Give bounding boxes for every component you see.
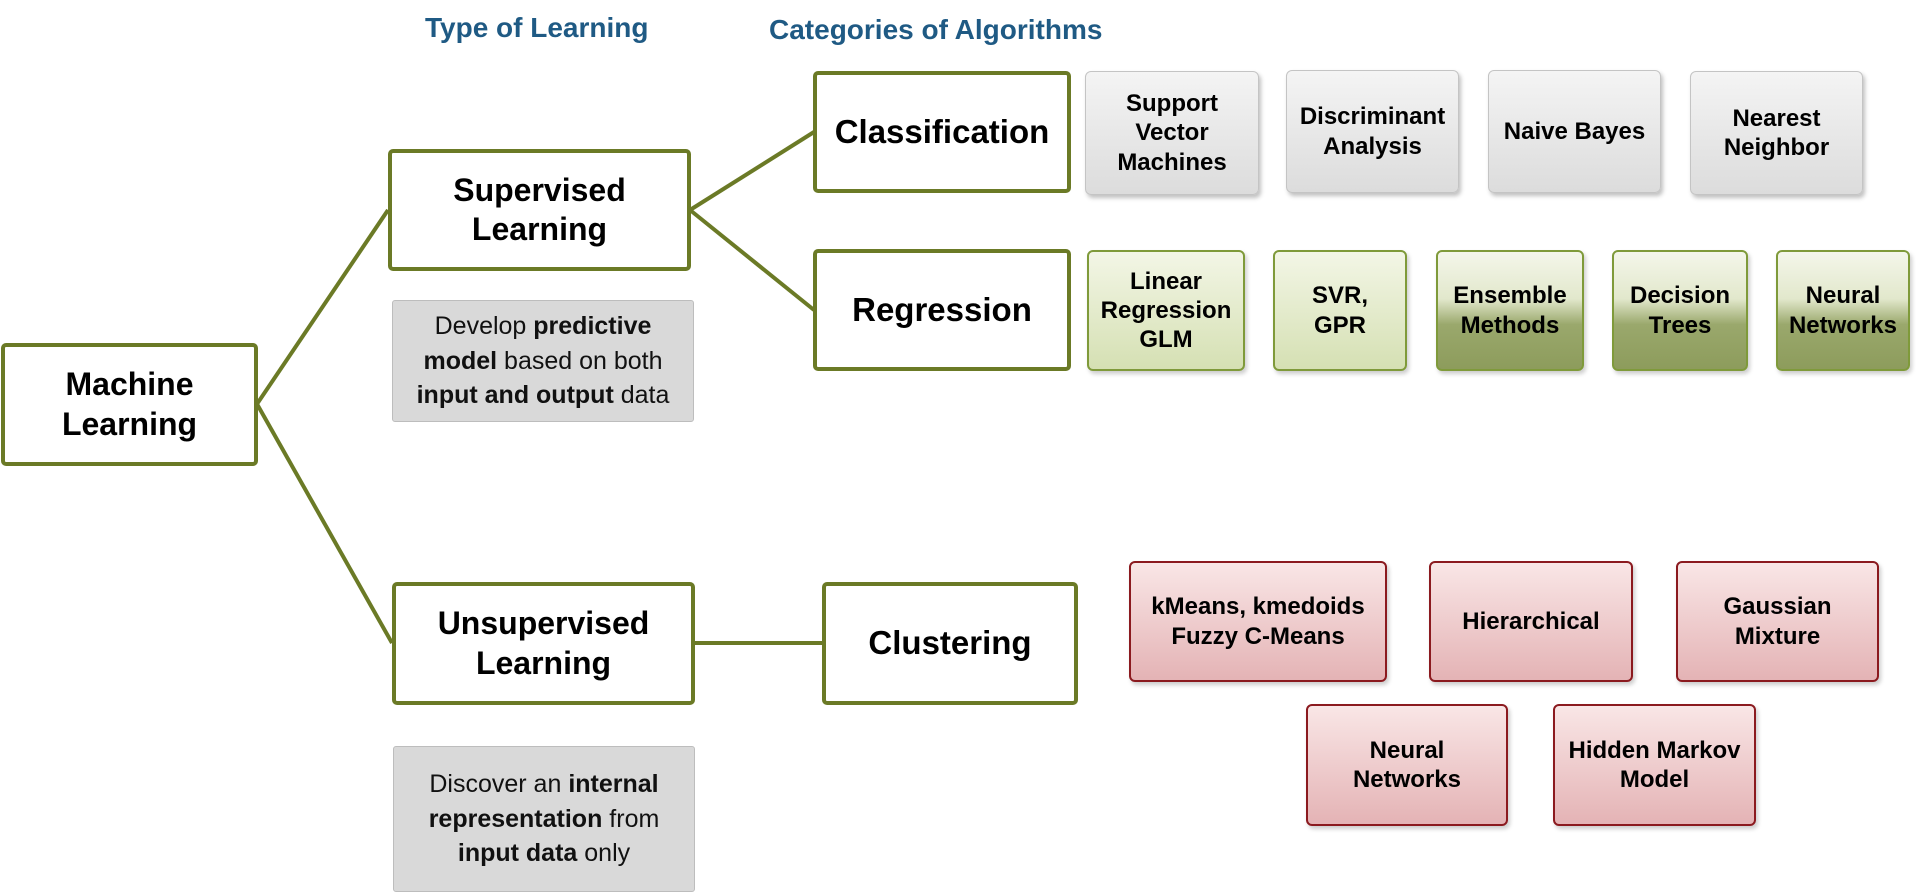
- algorithm-label-line1: Hidden Markov: [1568, 736, 1741, 764]
- header-type-of-learning: Type of Learning: [425, 12, 649, 43]
- algorithm-label-line2: Mixture: [1734, 622, 1821, 650]
- algorithm-label-line2: Methods: [1460, 311, 1560, 339]
- unsupervised-desc-bold1: internal representation: [428, 770, 659, 833]
- algorithm-label-line1: Linear: [1129, 267, 1203, 295]
- algorithm-label-line2: Networks: [1788, 311, 1898, 339]
- algorithm-label-line2: Analysis: [1323, 132, 1422, 160]
- algorithm-label-line3: Machines: [1117, 148, 1227, 176]
- unsupervised-description: Discover an internal representation from…: [393, 746, 695, 892]
- algorithm-label-line2: Trees: [1648, 311, 1712, 339]
- algorithm-label-line2: Model: [1619, 766, 1690, 793]
- algorithm-label-line1: kMeans, kmedoids: [1151, 593, 1365, 621]
- supervised-desc-text1: Develop: [434, 312, 534, 341]
- node-clustering: Clustering: [822, 582, 1078, 705]
- algorithm-label-line1: Naive Bayes: [1503, 117, 1646, 145]
- node-classification-label: Classification: [834, 112, 1050, 150]
- algorithm-label-line2: Regression: [1100, 296, 1232, 324]
- connector-root-supervised: [255, 208, 390, 406]
- unsupervised-desc-text2: from: [602, 804, 660, 833]
- unsupervised-desc-text3: only: [577, 839, 631, 868]
- supervised-desc-text3: data: [613, 381, 670, 410]
- algorithm-label-line2: Fuzzy C-Means: [1171, 622, 1345, 650]
- supervised-description: Develop predictive model based on both i…: [392, 300, 694, 422]
- algorithm-label-line1: Ensemble: [1453, 282, 1567, 310]
- node-regression-label: Regression: [852, 290, 1032, 328]
- algorithm-label-line2: Vector: [1135, 119, 1209, 147]
- algorithm-label-line1: Neural: [1805, 282, 1881, 310]
- algorithm-label-line1: Decision: [1629, 282, 1731, 310]
- algorithm-label-line2: Networks: [1352, 766, 1462, 793]
- supervised-desc-bold1: predictive model: [423, 312, 652, 375]
- node-supervised-line1: Supervised: [453, 171, 626, 208]
- unsupervised-desc-text1: Discover an: [429, 770, 569, 799]
- supervised-desc-text2: based on both: [497, 346, 663, 375]
- node-unsupervised-line1: Unsupervised: [437, 605, 650, 642]
- algorithm-hierarchical: Hierarchical: [1429, 561, 1633, 682]
- connector-supervised-classification: [688, 130, 816, 212]
- node-clustering-label: Clustering: [868, 624, 1032, 662]
- supervised-desc-bold2: input and output: [416, 381, 614, 410]
- algorithm-label-line1: Neural: [1369, 736, 1445, 764]
- connector-root-unsupervised: [255, 403, 394, 644]
- algorithm-label-line1: SVR,: [1311, 282, 1368, 310]
- node-classification: Classification: [813, 71, 1071, 193]
- node-unsupervised-line2: Learning: [475, 644, 612, 681]
- node-machine-learning-line2: Learning: [61, 405, 198, 442]
- algorithm-naive-bayes: Naive Bayes: [1488, 70, 1661, 193]
- header-categories-of-algorithms: Categories of Algorithms: [769, 14, 1103, 45]
- connector-supervised-regression: [688, 208, 816, 312]
- algorithm-label-line1: Hierarchical: [1462, 607, 1600, 635]
- unsupervised-desc-bold2: input data: [457, 839, 578, 868]
- algorithm-label-line3: GLM: [1139, 326, 1193, 354]
- algorithm-svr-gpr: SVR,GPR: [1273, 250, 1407, 371]
- node-machine-learning-line1: Machine: [65, 366, 194, 403]
- algorithm-label-line2: GPR: [1313, 311, 1366, 339]
- node-regression: Regression: [813, 249, 1071, 371]
- algorithm-label-line1: Gaussian: [1723, 593, 1832, 621]
- algorithm-label-line1: Support: [1126, 90, 1218, 118]
- algorithm-label-line1: Nearest: [1732, 104, 1821, 132]
- algorithm-label-line2: Neighbor: [1723, 134, 1830, 161]
- algorithm-label-line1: Discriminant: [1299, 103, 1446, 131]
- node-supervised-line2: Learning: [471, 211, 608, 247]
